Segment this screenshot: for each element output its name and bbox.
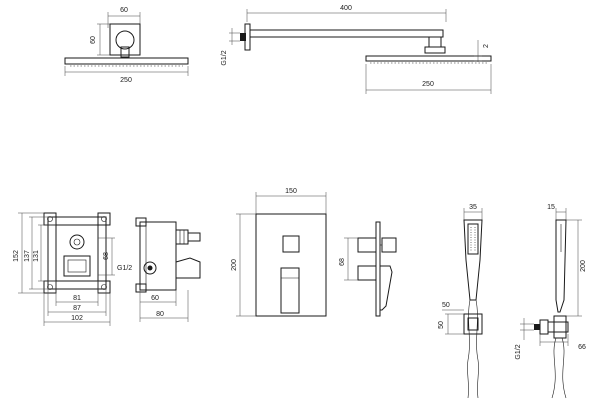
dim-plate-width: 150 (285, 188, 297, 195)
dim-box-side-depth-b: 80 (156, 311, 164, 318)
dim-box-height-outer: 152 (13, 250, 20, 262)
dim-hand-side-width: 15 (547, 204, 555, 211)
dim-plate-height: 200 (231, 259, 238, 271)
dim-arm-drop: 2 (483, 44, 490, 48)
dim-arm-length: 400 (340, 5, 352, 12)
cover-plate-front-view: 150 200 (231, 188, 327, 317)
concealed-box-side-view: G1/2 60 80 (117, 217, 201, 322)
dim-head-top-width: 60 (120, 7, 128, 14)
dim-box-height-inner: 131 (33, 250, 40, 262)
dim-box-width-inner: 81 (73, 295, 81, 302)
hand-shower-front-view: 35 50 50 (438, 204, 483, 399)
dim-head-top-depth: 60 (90, 36, 97, 44)
dim-hand-length: 200 (580, 260, 587, 272)
dim-box-port: 68 (103, 252, 110, 260)
dim-box-width-mid: 87 (73, 305, 81, 312)
dim-hand-holder-height: 50 (438, 321, 445, 329)
dim-head-side-width: 250 (422, 81, 434, 88)
dim-hand-width: 35 (469, 204, 477, 211)
dim-box-height-mid: 137 (24, 250, 31, 262)
dim-head-width: 250 (120, 77, 132, 84)
shower-arm-side-view: 400 G1/2 2 250 (221, 5, 492, 94)
dim-box-side-thread: G1/2 (117, 265, 132, 272)
dim-arm-thread: G1/2 (221, 50, 228, 65)
dim-elbow-thread: G1/2 (515, 344, 522, 359)
dim-elbow-depth: 66 (578, 344, 586, 351)
concealed-box-front-view: 152 137 131 68 81 87 102 (13, 212, 115, 326)
cover-plate-side-view: 68 (339, 221, 397, 317)
dim-handle-projection: 68 (339, 258, 346, 266)
dim-box-width-outer: 102 (71, 315, 83, 322)
shower-head-top-view: 60 60 250 (64, 7, 189, 84)
dim-hand-holder: 50 (442, 302, 450, 309)
dim-box-side-depth-a: 60 (151, 295, 159, 302)
hand-shower-side-view: 15 200 G1/2 66 (515, 204, 587, 399)
